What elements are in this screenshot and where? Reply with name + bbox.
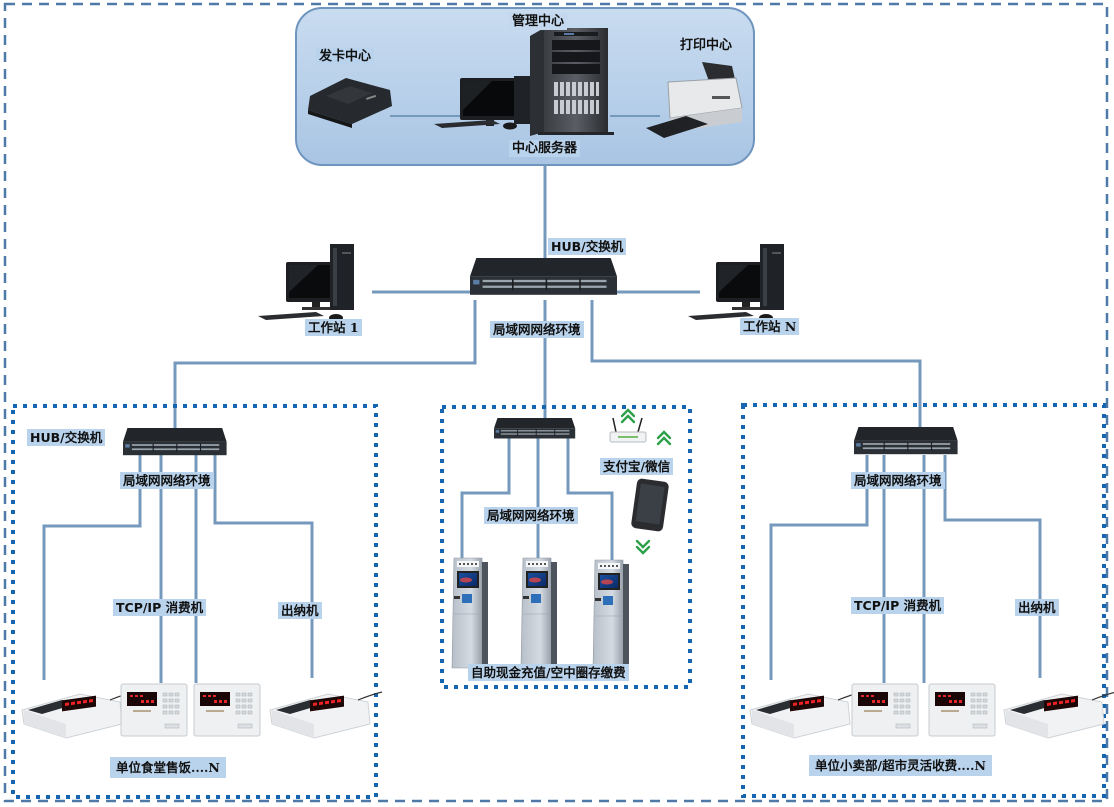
self-service-lan-label: 局域网网络环境	[484, 507, 578, 524]
kiosk-1-icon	[451, 557, 489, 669]
link-core-to-canteen-zone	[173, 300, 477, 428]
management-pc-icon	[434, 76, 532, 130]
management-center-label: 管理中心	[509, 13, 568, 30]
card-issuing-center-label: 发卡中心	[316, 48, 375, 65]
shop-wall-pos-1-icon	[851, 683, 919, 737]
canteen-desk-pos-1-icon	[21, 691, 135, 739]
kiosk-2-icon	[520, 557, 558, 669]
wifi-signal-icon	[635, 539, 651, 555]
self-service-zone-caption: 自助现金充值/空中圈存缴费	[468, 664, 629, 681]
wifi-signal-icon	[656, 430, 672, 446]
canteen-wall-pos-1-icon	[120, 683, 188, 737]
wifi-signal-icon	[620, 408, 636, 424]
workstation-1-label: 工作站 1	[305, 319, 362, 336]
card-issuer-device-icon	[308, 78, 392, 128]
workstation-n-label: 工作站 N	[740, 318, 800, 335]
shop-desk-pos-2-icon	[1003, 691, 1114, 739]
shop-zone-caption: 单位小卖部/超市灵活收费....N	[809, 755, 992, 776]
shop-pos-label: TCP/IP 消费机	[851, 597, 945, 614]
link-kiosk-3	[566, 438, 614, 560]
link-core-to-shop-zone	[590, 300, 922, 428]
workstation-1-pc-icon	[258, 244, 354, 322]
shop-lan-label: 局域网网络环境	[851, 472, 945, 489]
wireless-router-icon	[609, 417, 647, 443]
self-service-switch-icon	[494, 418, 576, 439]
shop-cashier-label: 出纳机	[1015, 599, 1059, 616]
kiosk-3-icon	[592, 559, 630, 671]
link-shop-cashier	[943, 455, 1042, 678]
canteen-cashier-label: 出纳机	[278, 602, 322, 619]
link-canteen-desk-pos-1	[42, 455, 142, 680]
canteen-switch-icon	[123, 428, 227, 456]
shop-switch-icon	[854, 427, 958, 455]
central-server-tower-icon	[530, 28, 614, 136]
core-switch-icon	[470, 258, 617, 295]
self-service-zone-boundary	[440, 405, 692, 689]
workstation-n-pc-icon	[688, 244, 784, 322]
canteen-zone-boundary	[11, 404, 378, 799]
printing-center-label: 打印中心	[680, 38, 733, 53]
smartphone-icon	[631, 478, 669, 532]
canteen-switch-label: HUB/交换机	[27, 429, 106, 446]
printer-icon	[646, 62, 743, 138]
canteen-pos-label: TCP/IP 消费机	[113, 599, 207, 616]
canteen-wall-pos-2-icon	[193, 683, 261, 737]
core-switch-label: HUB/交换机	[548, 238, 627, 255]
mobile-payment-label: 支付宝/微信	[600, 458, 674, 475]
outer-system-boundary	[3, 2, 1109, 803]
canteen-lan-label: 局域网网络环境	[120, 472, 214, 489]
central-server-label: 中心服务器	[509, 140, 581, 157]
link-shop-desk-pos-1	[769, 455, 869, 680]
shop-zone-boundary	[741, 403, 1106, 798]
link-canteen-cashier	[213, 455, 314, 678]
canteen-desk-pos-2-icon	[269, 691, 383, 739]
link-kiosk-1	[460, 438, 511, 560]
canteen-zone-caption: 单位食堂售饭....N	[110, 757, 226, 778]
shop-wall-pos-2-icon	[928, 683, 996, 737]
shop-desk-pos-1-icon	[749, 691, 863, 739]
core-lan-label: 局域网网络环境	[490, 321, 584, 338]
